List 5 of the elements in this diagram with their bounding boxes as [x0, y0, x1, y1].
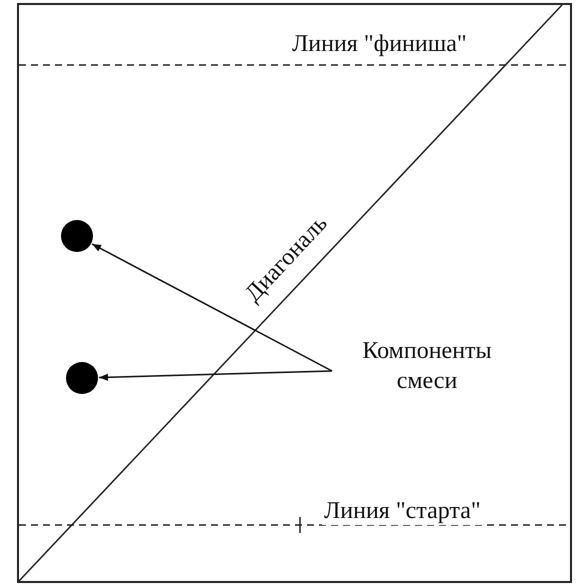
spot: [66, 362, 98, 394]
callout-text: Компоненты смеси: [332, 336, 522, 396]
arrow: [92, 243, 332, 372]
arrow: [98, 370, 332, 381]
spot: [61, 220, 93, 252]
